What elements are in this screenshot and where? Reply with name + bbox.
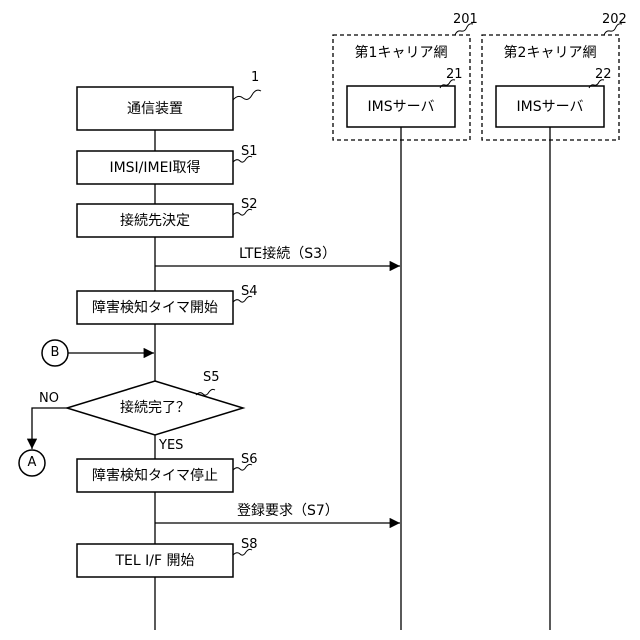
no-branch-line	[32, 408, 67, 449]
s5-step-id: S5	[203, 370, 220, 386]
device-label: 通信装置	[127, 101, 183, 117]
s5-yes-label: YES	[159, 438, 183, 454]
device-ref-number: 1	[251, 70, 259, 86]
carrier2-server-ref: 22	[595, 67, 612, 83]
s5-label: 接続完了？	[120, 400, 190, 416]
s4-label: 障害検知タイマ開始	[92, 300, 218, 316]
ref-leader-device	[233, 90, 261, 100]
s1-step-id: S1	[241, 144, 258, 160]
s5-no-label: NO	[39, 391, 59, 407]
carrier1-server-ref: 21	[446, 67, 463, 83]
carrier1-title: 第1キャリア網	[355, 45, 448, 61]
s8-label: TEL I/F 開始	[116, 553, 195, 569]
s6-step-id: S6	[241, 452, 258, 468]
carrier2-title: 第2キャリア網	[504, 45, 597, 61]
carrier2-server-label: IMSサーバ	[517, 99, 584, 115]
carrier1-ref-number: 201	[453, 12, 478, 28]
connector-b-label: B	[51, 345, 60, 361]
carrier2-ref-number: 202	[602, 12, 627, 28]
s1-label: IMSI/IMEI取得	[109, 160, 200, 176]
connector-a-label: A	[28, 455, 37, 471]
s8-step-id: S8	[241, 537, 258, 553]
s3-message-label: LTE接続（S3）	[239, 246, 336, 262]
carrier1-server-label: IMSサーバ	[368, 99, 435, 115]
s4-step-id: S4	[241, 284, 258, 300]
s2-step-id: S2	[241, 197, 258, 213]
s2-label: 接続先決定	[120, 213, 190, 229]
s6-label: 障害検知タイマ停止	[92, 468, 218, 484]
s7-message-label: 登録要求（S7）	[237, 503, 339, 519]
